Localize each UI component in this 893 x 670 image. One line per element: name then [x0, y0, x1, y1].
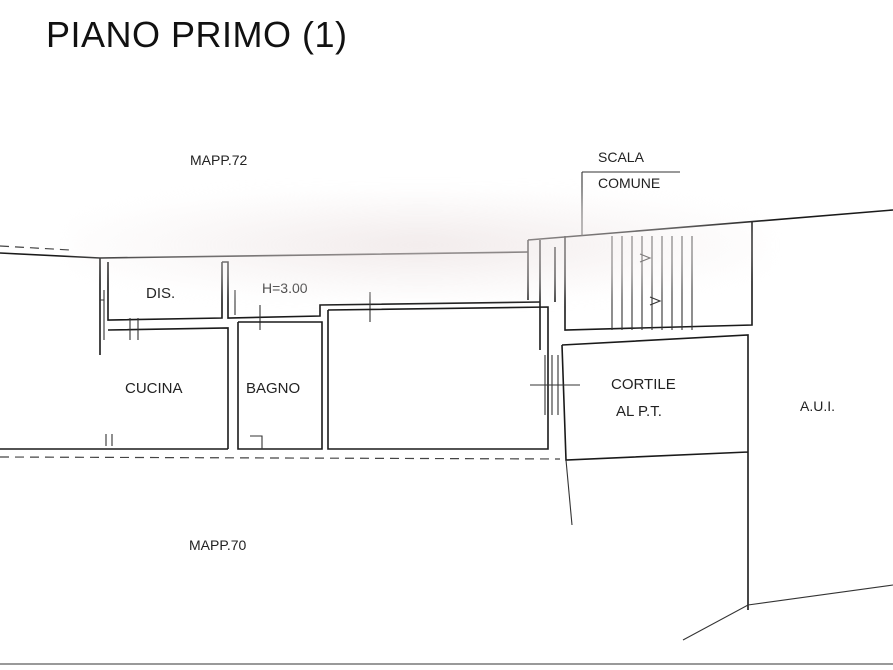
label-aui: A.U.I.: [800, 398, 835, 414]
label-mapp-72: MAPP.72: [190, 152, 248, 168]
label-cucina: CUCINA: [125, 380, 183, 397]
label-bagno: BAGNO: [246, 380, 300, 397]
label-al-pt: AL P.T.: [616, 403, 662, 420]
plan-title: PIANO PRIMO (1): [46, 14, 348, 55]
label-scala: SCALA: [598, 149, 645, 165]
cortile-door: [530, 355, 580, 415]
disimpegno-walls: [99, 258, 223, 355]
north-neighbor-wall: [527, 209, 893, 241]
label-height: H=3.00: [262, 280, 308, 296]
north-outer-wall: [0, 251, 529, 259]
label-dis: DIS.: [146, 285, 175, 302]
label-comune: COMUNE: [598, 175, 660, 191]
lower-boundary-line: [0, 456, 561, 460]
cucina-walls: [107, 327, 229, 449]
bagno-walls: [237, 321, 323, 450]
cucina-openings: [105, 318, 139, 446]
stair-enclosure: [564, 222, 753, 331]
stair-arrows: [639, 253, 662, 306]
label-mapp-70: MAPP.70: [189, 537, 247, 553]
label-cortile: CORTILE: [611, 376, 676, 393]
central-room-walls: [327, 306, 549, 450]
bagno-fixture: [250, 435, 263, 449]
south-east-boundary: [682, 584, 893, 641]
upper-boundary-line: [0, 245, 71, 251]
stair-side-walls: [527, 240, 556, 350]
stair-treads: [611, 236, 693, 330]
cortile-extension-line: [565, 459, 573, 526]
